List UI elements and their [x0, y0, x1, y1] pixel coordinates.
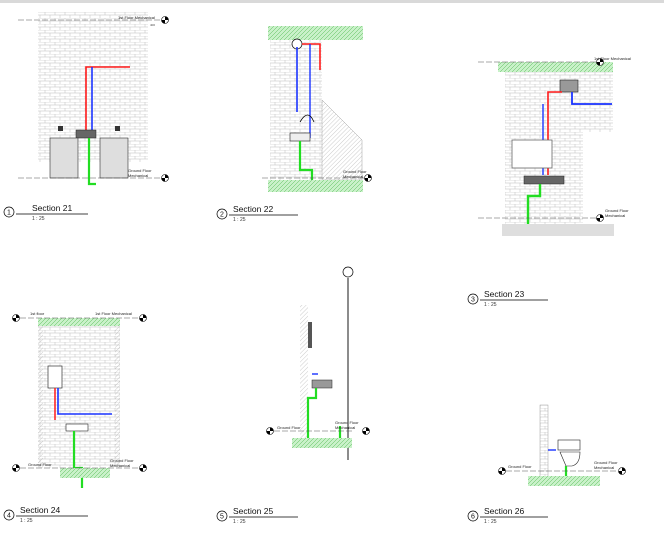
level-label-ground: Ground Floor	[128, 168, 152, 173]
cabinet-left	[49, 137, 79, 179]
section-scale: 1 : 25	[484, 302, 497, 308]
brick-wall	[270, 40, 322, 180]
level-label-ground: Ground Floor	[594, 460, 618, 465]
section-number: 6	[471, 514, 475, 521]
section-22-drawing: Ground Floor Mechanical	[262, 26, 372, 192]
water-heater	[559, 79, 579, 93]
toilet-cistern	[557, 439, 581, 451]
section-25-title-block: 5 Section 25 1 : 25	[216, 506, 298, 525]
section-title: Section 25	[233, 506, 273, 516]
basin	[311, 379, 333, 389]
level-label-mech: Mechanical	[605, 213, 625, 218]
section-title: Section 22	[233, 204, 273, 214]
section-marker-icon	[216, 510, 228, 522]
section-marker-icon	[3, 206, 15, 218]
section-26-drawing: Ground Floor Ground Floor Mechanical	[498, 404, 626, 486]
section-24-drawing: 1st floor 1st Floor Mechanical Ground Fl…	[12, 311, 147, 488]
section-26-title-block: 6 Section 26 1 : 25	[467, 506, 548, 525]
level-marker-icon	[342, 266, 354, 278]
brick-wall	[38, 318, 120, 468]
mirror	[511, 139, 553, 169]
basin	[523, 175, 565, 185]
basin	[75, 129, 97, 139]
section-marker-icon	[3, 509, 15, 521]
section-scale: 1 : 25	[20, 518, 33, 524]
level-label-first-floor: 1st Floor Mechanical	[118, 15, 155, 20]
top-bar	[0, 0, 664, 3]
section-title: Section 23	[484, 289, 524, 299]
level-label-ground: Ground Floor	[605, 208, 629, 213]
level-label-mech: Mechanical	[335, 425, 355, 430]
section-title: Section 21	[32, 203, 72, 213]
level-label-ground: Ground Floor	[343, 169, 367, 174]
basin	[289, 132, 311, 142]
section-scale: 1 : 25	[484, 519, 497, 525]
section-marker-icon	[467, 293, 479, 305]
section-21-drawing: 1st Floor Mechanical 400 Ground Floor Me…	[18, 12, 169, 186]
section-title: Section 26	[484, 506, 524, 516]
section-21-title-block: 1 Section 21 1 : 25	[3, 203, 88, 222]
level-label-first-floor: 1st Floor Mechanical	[594, 56, 631, 61]
level-label-mech: Mechanical	[343, 174, 363, 179]
level-label-mech: Mechanical	[110, 463, 130, 468]
level-label-ground: Ground Floor	[508, 464, 532, 469]
section-23-title-block: 3 Section 23 1 : 25	[467, 289, 548, 308]
section-number: 3	[471, 297, 475, 304]
level-label-first-floor-short: 1st floor	[30, 311, 45, 316]
section-scale: 1 : 25	[32, 216, 45, 222]
level-label-ground: Ground Floor	[335, 420, 359, 425]
section-title: Section 24	[20, 505, 60, 515]
level-label-ground: Ground Floor	[110, 458, 134, 463]
level-label-first-floor: 1st Floor Mechanical	[95, 311, 132, 316]
level-label-mech: Mechanical	[594, 465, 614, 470]
basin	[65, 423, 89, 432]
section-number: 4	[7, 513, 11, 520]
section-scale: 1 : 25	[233, 217, 246, 223]
level-label-ground: Ground Floor	[277, 425, 301, 430]
section-marker-icon	[216, 208, 228, 220]
cabinet-right	[99, 137, 129, 179]
section-24-title-block: 4 Section 24 1 : 25	[3, 505, 88, 524]
toilet-bowl	[559, 451, 581, 467]
section-scale: 1 : 25	[233, 519, 246, 525]
section-22-title-block: 2 Section 22 1 : 25	[216, 204, 298, 223]
level-value: 400	[150, 23, 155, 27]
section-number: 1	[7, 210, 11, 217]
level-label-ground: Ground Floor	[28, 462, 52, 467]
section-23-drawing: 1st Floor Mechanical Ground Floor Mechan…	[478, 56, 631, 236]
section-marker-icon	[467, 510, 479, 522]
section-number: 5	[220, 514, 224, 521]
level-label-mech: Mechanical	[128, 173, 148, 178]
section-number: 2	[220, 212, 224, 219]
water-heater	[47, 365, 63, 389]
section-25-drawing: Ground Floor Ground Floor Mechanical	[266, 266, 370, 460]
